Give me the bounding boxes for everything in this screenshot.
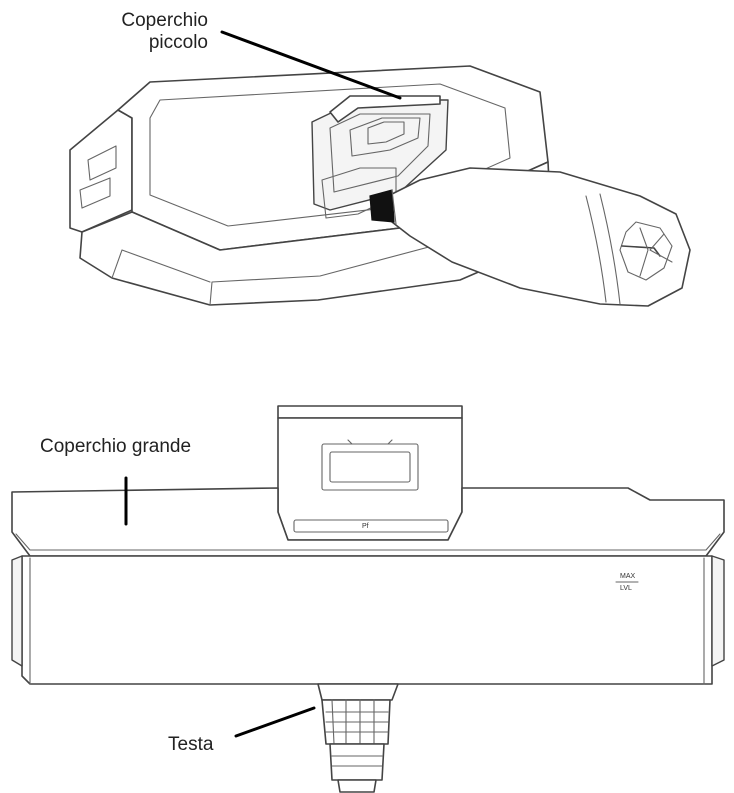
level-mark: LVL: [620, 585, 632, 592]
refill-bottle: [369, 167, 691, 307]
tank-front-view: Pf MAX LVL: [11, 405, 725, 793]
head-label: Testa: [168, 734, 214, 755]
large-lid-label: Coperchio grande: [40, 436, 192, 457]
small-lid-label: Coperchio piccolo: [121, 10, 208, 53]
max-mark: MAX: [620, 573, 636, 580]
lid-mark: Pf: [362, 523, 369, 530]
small-lid-leader: [220, 30, 402, 100]
head-leader: [234, 706, 316, 738]
